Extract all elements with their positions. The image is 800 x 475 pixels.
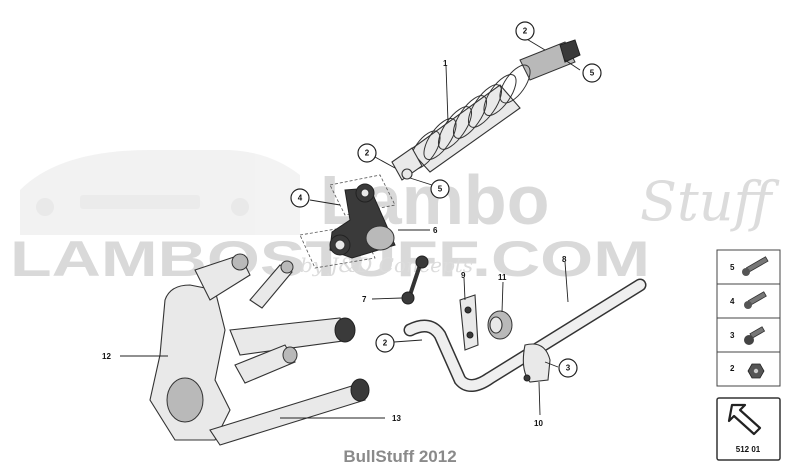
callout-5-mid: 5 [430, 179, 450, 199]
svg-text:2: 2 [365, 149, 370, 158]
bolt-icon [744, 291, 767, 309]
nut-icon [747, 363, 765, 379]
page-reference-box: 512 01 [716, 397, 781, 461]
lower-clamp [522, 343, 551, 383]
legend-row-4: 2 [730, 363, 765, 379]
callout-5-top: 5 [582, 63, 602, 83]
label-part-11: 11 [498, 273, 507, 282]
label-part-10: 10 [534, 419, 543, 428]
rocker-bracket [299, 174, 396, 269]
svg-text:4: 4 [298, 194, 303, 203]
svg-text:2: 2 [383, 339, 388, 348]
hub-carrier-assembly [149, 253, 370, 446]
label-part-6: 6 [433, 226, 438, 235]
leader-lines [120, 37, 581, 419]
watermark-stuff: Stuff [640, 170, 779, 233]
clamp [459, 294, 479, 351]
callout-4: 4 [290, 188, 310, 208]
label-part-12: 12 [102, 352, 111, 361]
svg-text:3: 3 [566, 364, 571, 373]
svg-text:5: 5 [590, 69, 595, 78]
label-part-7: 7 [362, 295, 367, 304]
shock-absorber [391, 39, 581, 181]
label-part-8: 8 [562, 255, 567, 264]
legend-row-3: 3 [730, 326, 766, 345]
long-bolt-icon [742, 256, 769, 276]
arrow-icon [727, 403, 762, 436]
svg-text:5: 5 [438, 185, 443, 194]
bushing [487, 310, 513, 340]
svg-text:2: 2 [730, 364, 735, 373]
page-reference-number: 512 01 [736, 445, 761, 454]
footer-credit: BullStuff 2012 [343, 447, 457, 466]
legend-row-1: 5 [730, 256, 769, 276]
watermark-tagline: by J&D Concepts [300, 253, 473, 277]
fastener-legend: 5 4 3 2 [716, 249, 781, 387]
svg-text:4: 4 [730, 297, 735, 306]
callout-3: 3 [558, 358, 578, 378]
label-part-1: 1 [443, 59, 448, 68]
stabilizer-bar [403, 278, 647, 392]
label-part-9: 9 [461, 271, 466, 280]
link-rod [401, 255, 429, 305]
flange-bolt-icon [744, 326, 766, 345]
svg-text:3: 3 [730, 331, 735, 340]
svg-text:2: 2 [523, 27, 528, 36]
watermark-brand: LAMBOSTUFF.COM [10, 231, 650, 287]
svg-text:5: 5 [730, 263, 735, 272]
callout-2-top: 2 [515, 21, 535, 41]
watermark-car-silhouette [20, 150, 300, 235]
callout-2-bar: 2 [375, 333, 395, 353]
label-part-13: 13 [392, 414, 401, 423]
callout-2-mid: 2 [357, 143, 377, 163]
legend-row-2: 4 [730, 291, 767, 309]
